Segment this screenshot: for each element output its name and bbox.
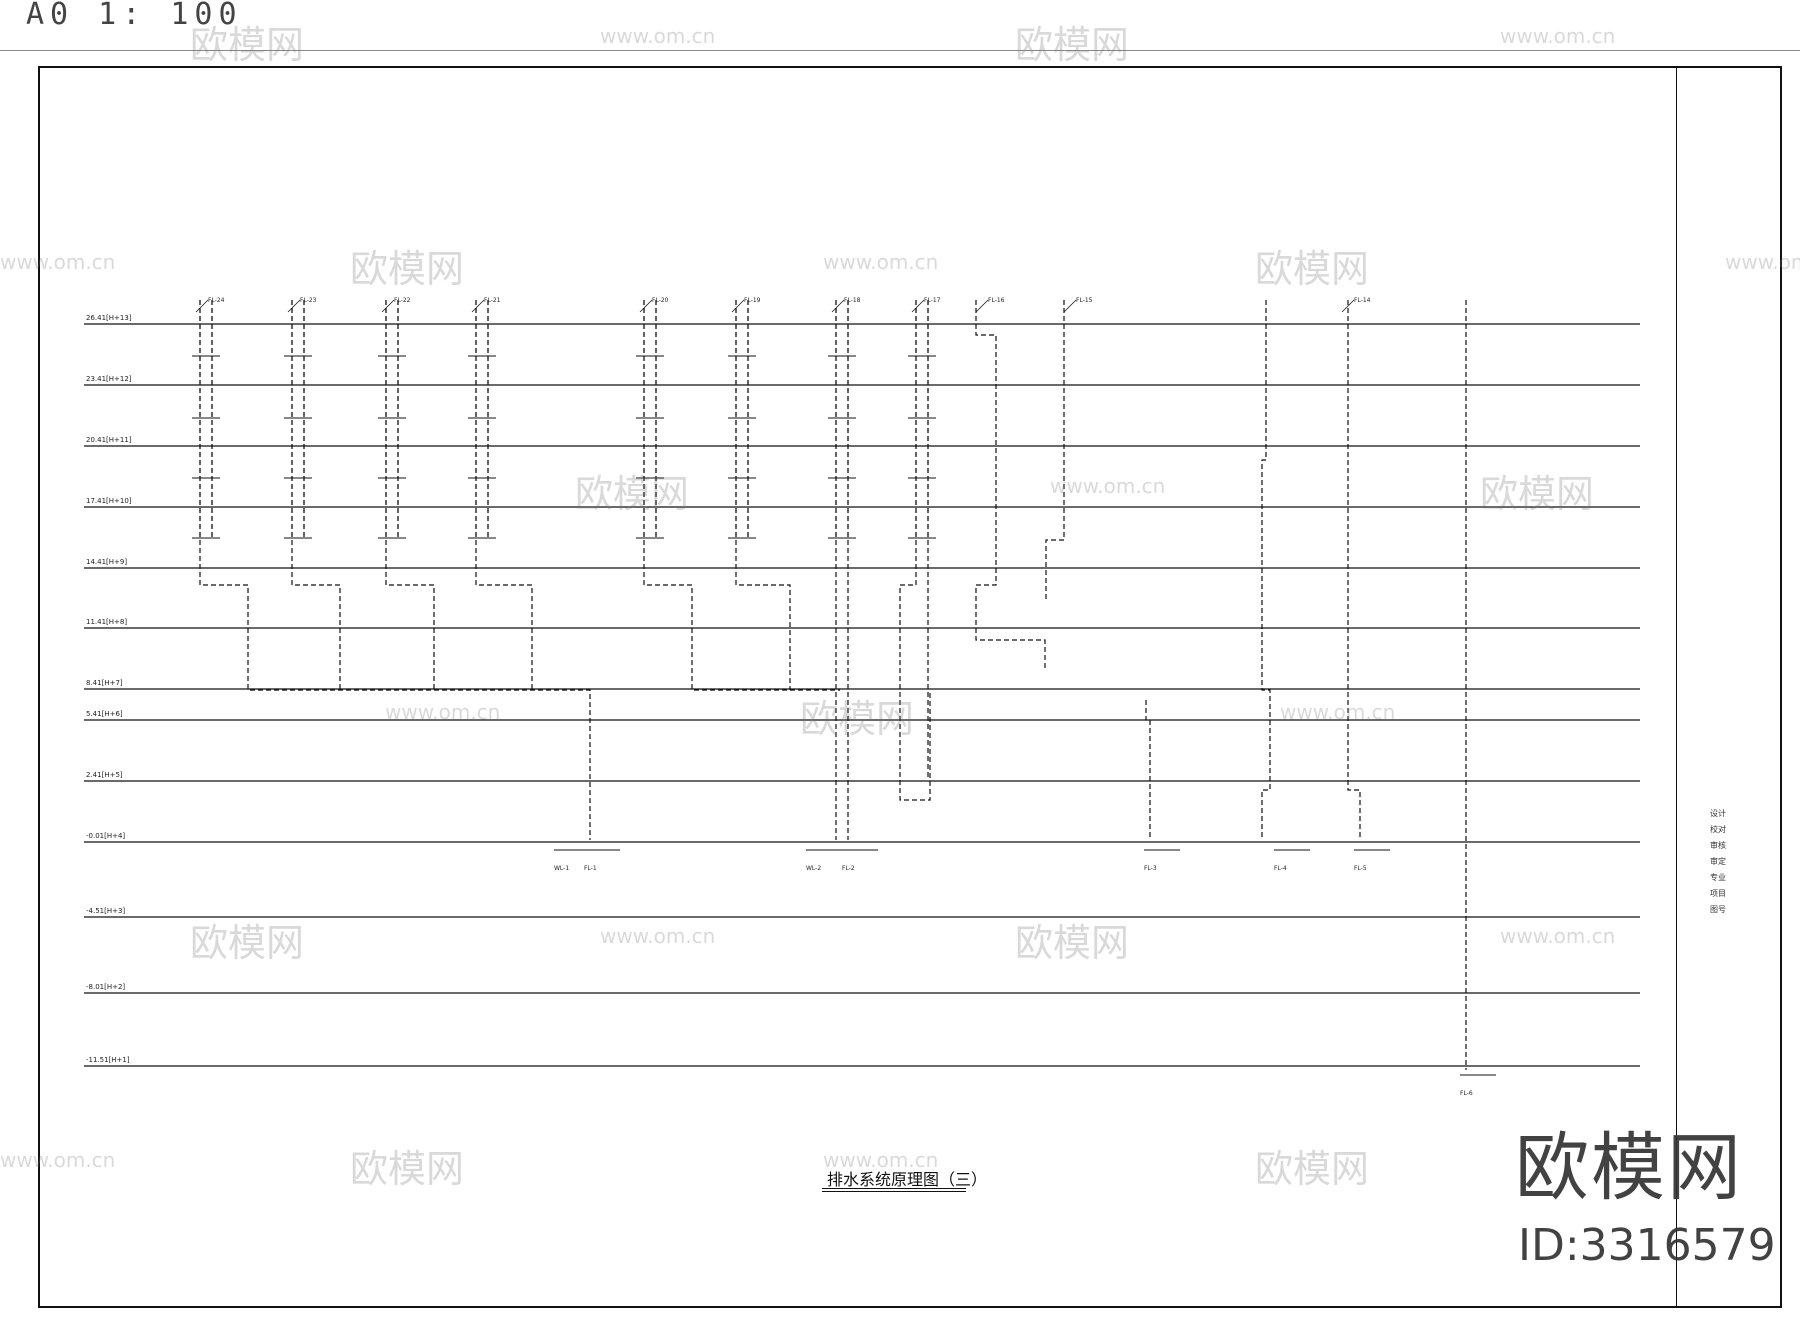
floor-lines [84,323,1640,1067]
pipe-tag-leader [195,299,209,313]
drain-pipe-segment [199,540,249,690]
top-rule-line [0,50,1800,51]
pipe-tag-label: FL-14 [1354,297,1371,304]
drawing-frame [38,66,1782,1308]
model-id-watermark: ID:3316579 [1518,1220,1776,1271]
pipe-tag-leader [471,299,485,313]
pipe-tag-label: FL-17 [924,297,941,304]
pipe-tag-leader [911,299,925,313]
drain-pipe-segment [475,540,533,690]
floor-elevation-label: 14.41[H+9] [86,558,127,566]
floor-elevation-label: -8.01[H+2] [86,983,125,991]
floor-labels: 26.41[H+13] 23.41[H+12] 20.41[H+11] 17.41[H… [86,314,132,1064]
floor-elevation-label: 8.41[H+7] [86,679,123,687]
drawing-title: 排水系统原理图（三） [827,1170,988,1189]
pipe-tag-label: FL-22 [394,297,411,304]
drain-pipe-segment [1145,700,1151,840]
outlet-tag-label: FL-5 [1354,865,1367,872]
floor-elevation-label: 11.41[H+8] [86,618,127,626]
drain-pipe-segment [643,540,693,690]
pipe-tag-leader [975,299,989,313]
outlet-tag-label: WL-2 [806,865,821,872]
outlet-tag-label: FL-3 [1144,865,1157,872]
drain-pipe-segment [899,540,931,801]
pipe-tag-label: FL-15 [1076,297,1093,304]
outlet-tag-label: FL-6 [1460,1090,1473,1097]
pipe-tag-leader [731,299,745,313]
pipe-tag-leader [381,299,395,313]
brand-watermark-logo: 欧模网 [1515,1125,1743,1211]
pipe-tag-label: FL-21 [484,297,501,304]
pipe-tag-leader [639,299,653,313]
drawing-scale-label: A0 1: 100 [26,0,243,32]
drain-pipe-segment [1261,300,1271,840]
title-block [1676,66,1782,1308]
outlet-tag-label: FL-4 [1274,865,1287,872]
pipe-tags: FL-24 FL-23 FL-22 FL-21 FL-20 FL-19 FL-18 FL-17… [195,297,1371,313]
riser-pipes [192,300,1467,1070]
outlet-tag-label: FL-1 [584,865,597,872]
drain-pipe-segment [735,540,791,690]
floor-elevation-label: -11.51[H+1] [86,1056,130,1064]
pipe-outlets: WL-1 FL-1 WL-2 FL-2 FL-3 FL-4 FL-5FL-6 [554,849,1496,1097]
pipe-tag-label: FL-24 [208,297,225,304]
floor-elevation-label: 5.41[H+6] [86,710,123,718]
title-block-row: 审核 [1710,841,1726,850]
drain-pipe-segment [250,689,591,840]
floor-elevation-label: 26.41[H+13] [86,314,132,322]
pipe-tag-leader [287,299,301,313]
floor-elevation-label: 2.41[H+5] [86,771,123,779]
floor-elevation-label: 20.41[H+11] [86,436,132,444]
title-block-row: 审定 [1710,857,1726,866]
pipe-tag-label: FL-23 [300,297,317,304]
pipe-tag-leader [831,299,845,313]
drain-pipe-segment [975,300,1046,670]
pipe-tag-label: FL-19 [744,297,761,304]
pipe-tag-label: FL-20 [652,297,669,304]
drain-pipe-segment [291,540,341,690]
pipe-tag-leader [1063,299,1077,313]
outlet-tag-label: FL-2 [842,865,855,872]
title-block-row: 设计 [1710,809,1726,818]
drain-pipe-segment [1045,300,1065,600]
drain-pipe-segment [1347,300,1361,840]
floor-elevation-label: 23.41[H+12] [86,375,132,383]
pipe-tag-label: FL-16 [988,297,1005,304]
title-block-row: 校对 [1710,825,1726,834]
floor-elevation-label: -0.01[H+4] [86,832,125,840]
outlet-tag-label: WL-1 [554,865,569,872]
title-block-row: 专业 [1710,873,1726,882]
floor-elevation-label: 17.41[H+10] [86,497,132,505]
pipe-tag-label: FL-18 [844,297,861,304]
floor-elevation-label: -4.51[H+3] [86,907,125,915]
drain-pipe-segment [385,540,435,690]
drawing-title-underline [822,1188,966,1192]
title-block-row: 项目 [1710,889,1726,898]
title-block-row: 图号 [1710,905,1726,914]
pipe-tag-leader [1341,299,1355,313]
